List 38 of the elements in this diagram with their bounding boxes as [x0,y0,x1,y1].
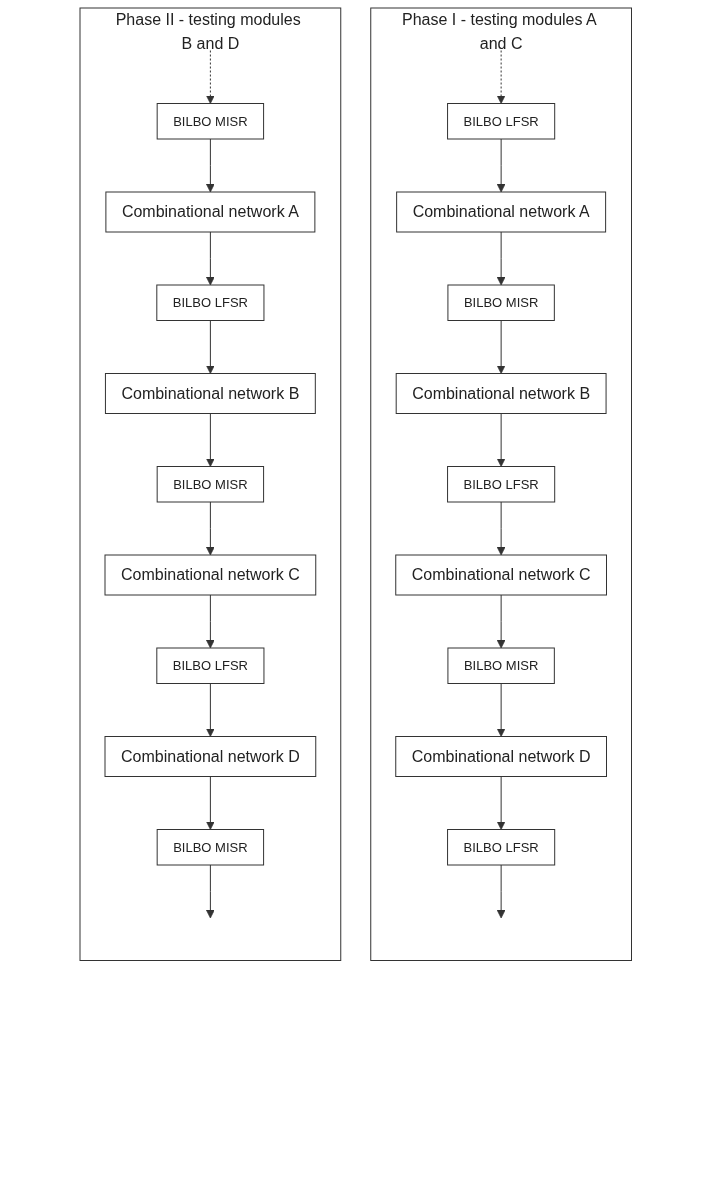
arrow [497,776,506,830]
node-box: BILBO LFSR [447,829,556,866]
arrow [206,501,216,556]
node-box: Combinational network C [395,554,608,596]
arrow [206,594,216,649]
arrow [497,501,506,556]
node-box: Combinational network B [395,373,607,414]
arrow [206,683,216,737]
arrow [497,594,506,649]
arrow [497,231,506,286]
arrow [206,864,216,919]
arrow [497,413,506,467]
node-box: Combinational network C [104,554,317,596]
node-box: Combinational network A [105,191,316,233]
arrow [206,413,216,467]
node-box: BILBO LFSR [156,647,265,684]
arrow [497,50,506,104]
node-box: Combinational network A [396,191,607,233]
node-box: BILBO MISR [447,284,556,321]
node-box: BILBO LFSR [447,103,556,140]
arrow [206,138,216,193]
arrow [206,231,216,286]
node-box: Combinational network D [395,736,608,777]
node-box: BILBO MISR [156,829,265,866]
arrow [497,320,506,374]
node-box: Combinational network B [105,373,317,414]
arrow [497,138,506,193]
node-box: BILBO MISR [447,647,556,684]
arrow [206,776,216,830]
node-box: BILBO LFSR [447,466,556,503]
node-box: BILBO LFSR [156,284,265,321]
arrow [206,320,216,374]
node-box: BILBO MISR [156,103,265,140]
arrow [206,50,216,104]
node-box: BILBO MISR [156,466,265,503]
arrow [497,683,506,737]
arrow [497,864,506,919]
node-box: Combinational network D [104,736,317,777]
